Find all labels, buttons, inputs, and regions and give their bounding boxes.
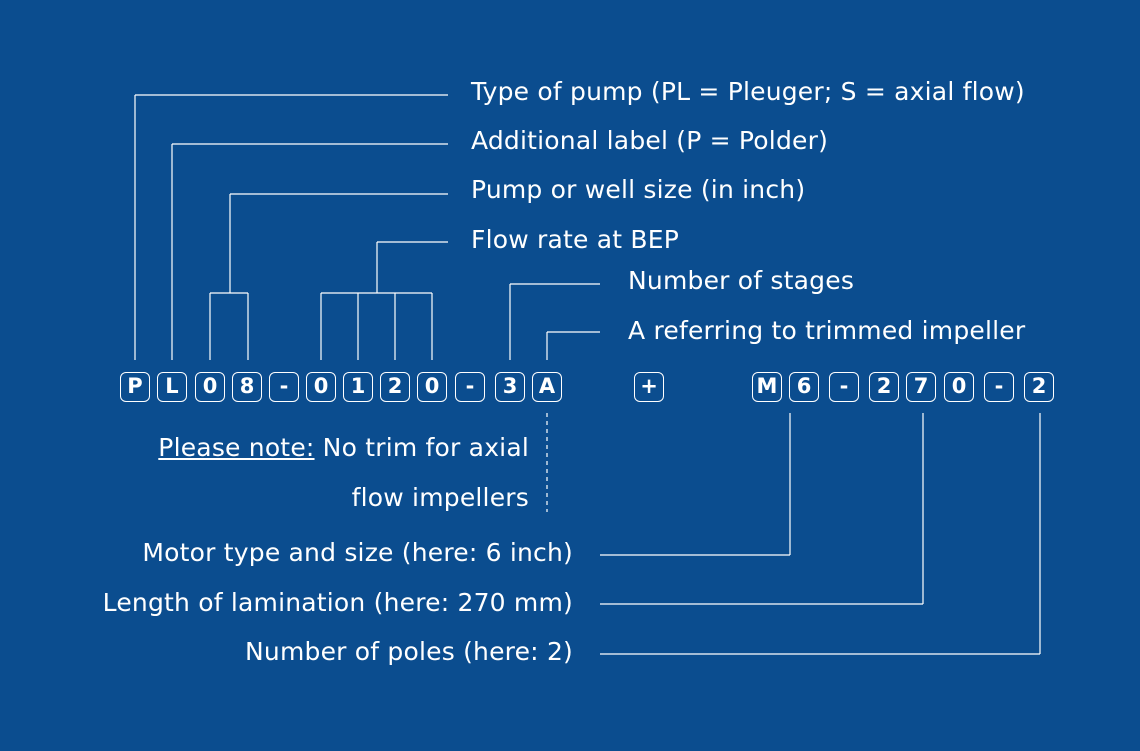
code-char-box: 0 (417, 372, 447, 402)
code-char-box: 0 (195, 372, 225, 402)
label-lamination: Length of lamination (here: 270 mm) (102, 588, 573, 617)
code-char-box: 2 (380, 372, 410, 402)
label-motor-type: Motor type and size (here: 6 inch) (142, 538, 573, 567)
code-char-box: - (455, 372, 485, 402)
code-char-box: 6 (789, 372, 819, 402)
label-number-of-stages: Number of stages (628, 266, 855, 295)
code-char-box: 2 (1024, 372, 1054, 402)
code-char-box: - (984, 372, 1014, 402)
label-flow-rate: Flow rate at BEP (471, 225, 680, 254)
note-line-2: flow impellers (351, 483, 529, 512)
code-char-box: 1 (343, 372, 373, 402)
note-line-1: Please note: No trim for axial (158, 433, 529, 463)
code-char-box: P (120, 372, 150, 402)
code-char-box: 0 (306, 372, 336, 402)
code-char-box: 7 (906, 372, 936, 402)
label-additional-label: Additional label (P = Polder) (471, 126, 829, 155)
label-pump-size: Pump or well size (in inch) (471, 175, 806, 204)
code-char-box: 8 (232, 372, 262, 402)
code-char-box: A (532, 372, 562, 402)
code-char-box: - (269, 372, 299, 402)
label-trimmed-impeller: A referring to trimmed impeller (628, 316, 1026, 345)
note-heading: Please note: (158, 433, 315, 462)
label-type-of-pump: Type of pump (PL = Pleuger; S = axial fl… (471, 77, 1025, 106)
note-text: No trim for axial (314, 433, 529, 462)
code-char-box: 3 (495, 372, 525, 402)
code-char-box: 2 (869, 372, 899, 402)
code-char-box: 0 (944, 372, 974, 402)
code-char-box: M (752, 372, 782, 402)
code-char-box: - (829, 372, 859, 402)
plus-box: + (634, 372, 664, 402)
code-char-box: L (157, 372, 187, 402)
label-poles: Number of poles (here: 2) (245, 637, 573, 666)
